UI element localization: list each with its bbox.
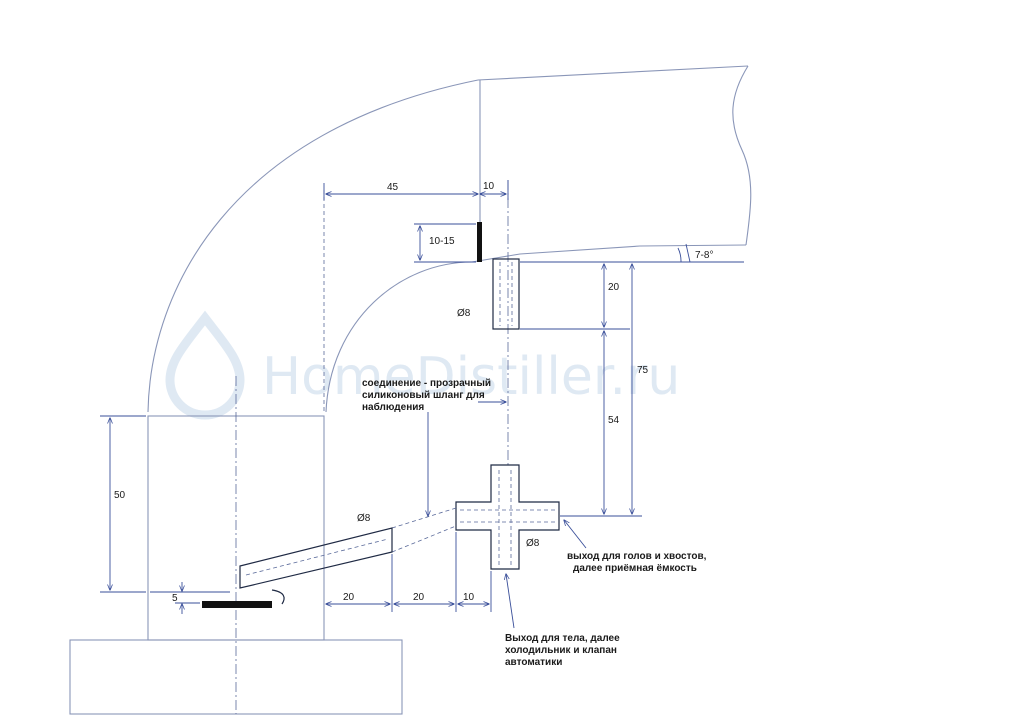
dimension-20-right: 20 (520, 264, 630, 330)
note-body-line3: автоматики (505, 657, 562, 668)
dimension-54: 54 (560, 331, 642, 517)
dimension-angle: 7-8° (520, 243, 744, 263)
note-hose-line3: наблюдения (362, 401, 424, 413)
note-heads: выход для голов и хвостов, далее приёмна… (564, 520, 707, 574)
watermark-drop-icon (165, 310, 245, 420)
dimension-5-label: 5 (172, 593, 178, 604)
cross-fitting (455, 464, 560, 570)
top-outlet-pipe (492, 258, 520, 330)
note-body-line2: холодильник и клапан (505, 645, 617, 656)
diameter-cross-label: Ø8 (526, 538, 540, 549)
note-body: Выход для тела, далее холодильник и клап… (505, 574, 620, 668)
dimension-45: 45 (323, 182, 478, 200)
note-hose-line1: соединение - прозрачный (362, 378, 491, 389)
inclined-tube (239, 527, 393, 605)
dimension-10-15-label: 10-15 (429, 236, 455, 247)
watermark-text: HomeDistiller.ru (262, 347, 680, 407)
silicone-hose (391, 507, 457, 553)
dimension-50-label: 50 (114, 490, 126, 501)
dimension-angle-label: 7-8° (695, 250, 713, 261)
diameter-left-label: Ø8 (357, 513, 371, 524)
note-heads-line2: далее приёмная ёмкость (573, 563, 697, 574)
dimension-10-15: 10-15 (414, 223, 476, 263)
bottom-plate (202, 601, 272, 608)
note-hose: соединение - прозрачный силиконовый шлан… (362, 378, 506, 516)
dimension-10-bottom-label: 10 (463, 592, 475, 603)
dimension-5: 5 (150, 582, 230, 614)
note-hose-line2: силиконовый шланг для (362, 390, 485, 401)
diameter-top-label: Ø8 (457, 308, 471, 319)
dimension-20-b-label: 20 (413, 592, 425, 603)
dimension-75-label: 75 (637, 365, 649, 376)
note-heads-line1: выход для голов и хвостов, (567, 551, 707, 562)
dimension-75: 75 (632, 264, 649, 514)
dimension-54-label: 54 (608, 415, 620, 426)
dimension-10-top: 10 (480, 180, 509, 200)
dimension-20-a-label: 20 (343, 592, 355, 603)
dimension-20-right-label: 20 (608, 282, 620, 293)
top-plate (477, 222, 482, 262)
dimension-45-label: 45 (387, 182, 399, 193)
dimension-10-top-label: 10 (483, 181, 495, 192)
note-body-line1: Выход для тела, далее (505, 633, 620, 644)
watermark: HomeDistiller.ru (165, 310, 680, 420)
dimension-50: 50 (100, 415, 146, 593)
dimension-bottom-chain: 20 20 10 (326, 532, 492, 612)
